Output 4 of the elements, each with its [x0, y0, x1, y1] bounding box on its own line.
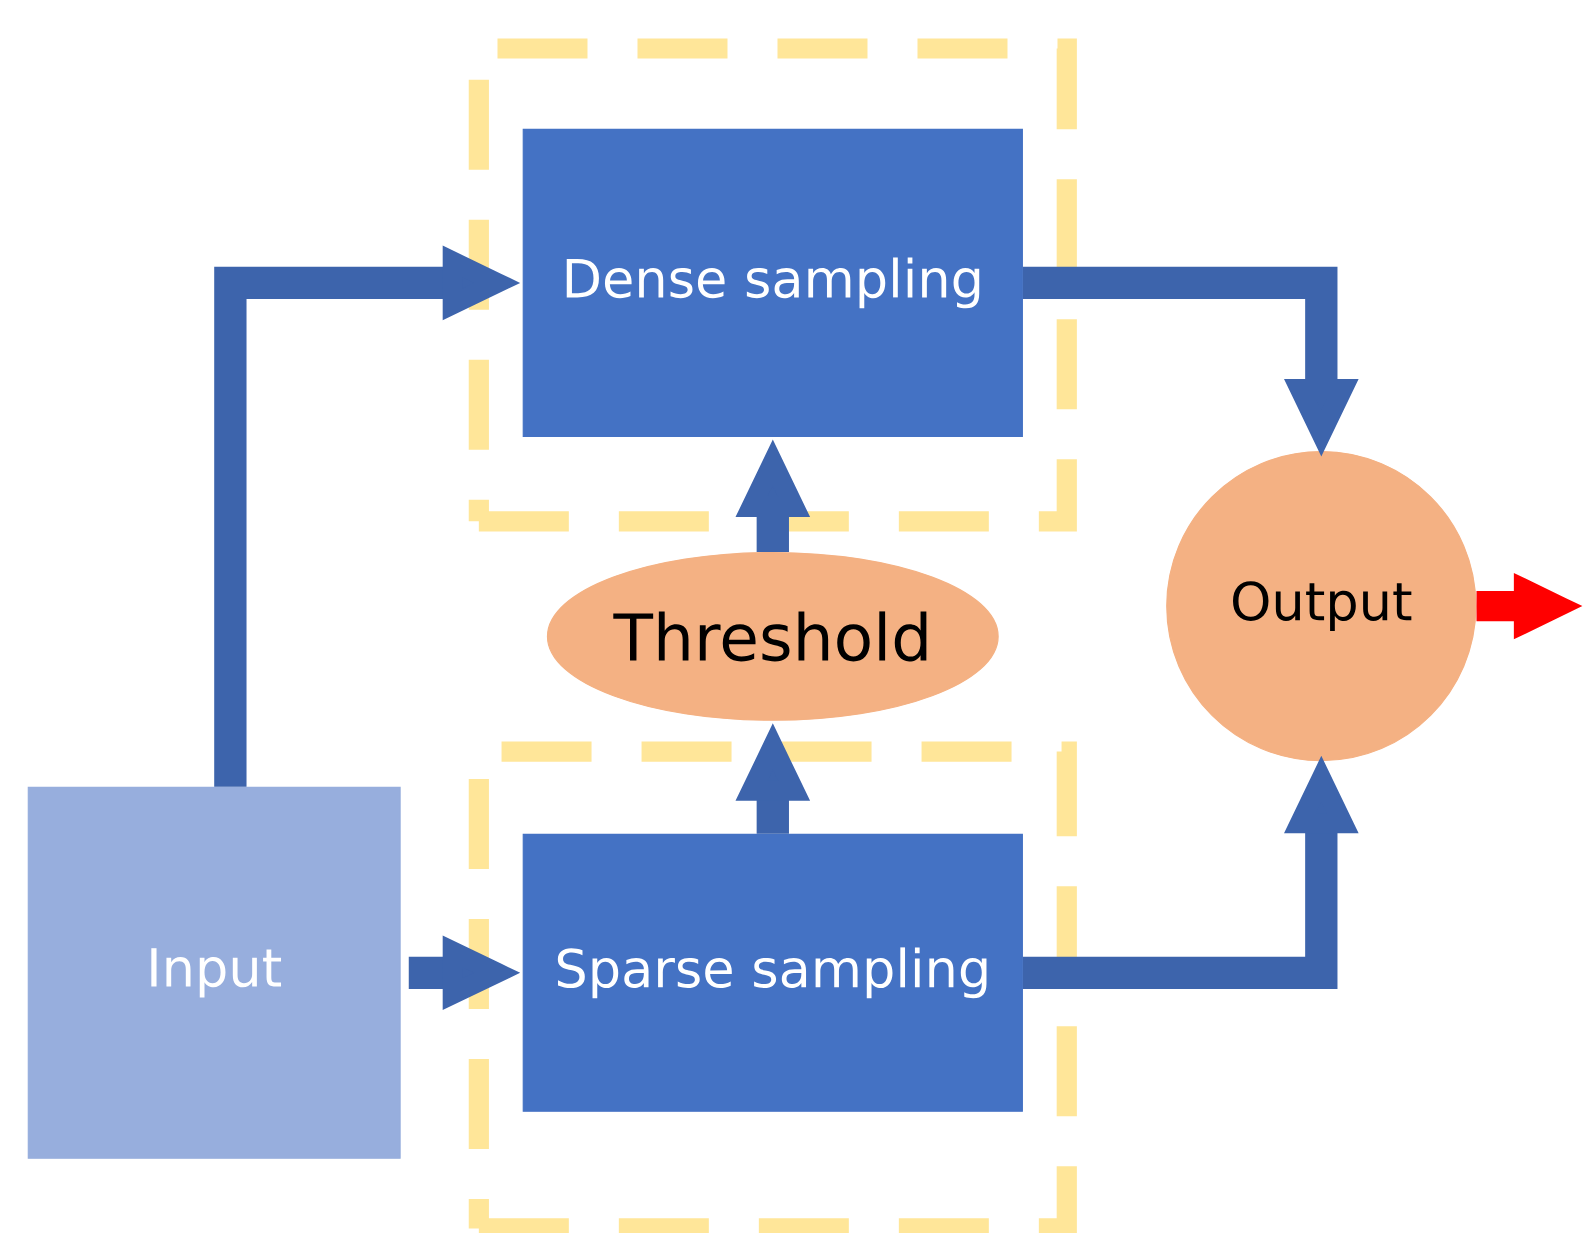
- process-box: Sparse sampling: [522, 833, 1023, 1112]
- process-box: Input: [27, 786, 401, 1159]
- process-box: Dense sampling: [522, 128, 1023, 438]
- dashed-frame: [468, 741, 1077, 1233]
